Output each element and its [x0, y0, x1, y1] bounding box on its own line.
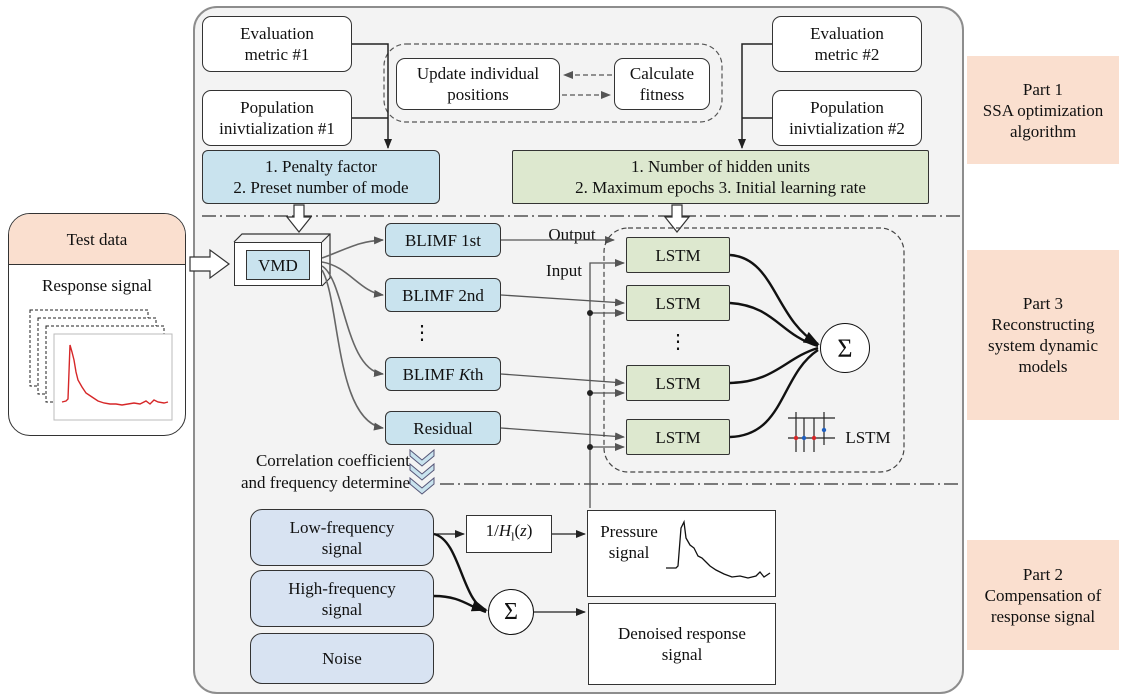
part2-title: Compensation of response signal	[984, 585, 1102, 626]
tf-close: )	[526, 521, 533, 541]
lstm-sum-node: Σ	[820, 323, 870, 373]
arrow-low-to-sum	[433, 532, 488, 612]
lstm-params-text: 1. Number of hidden units 2. Maximum epoc…	[575, 156, 866, 198]
lstm-cell-4: LSTM	[626, 419, 730, 455]
part1-title: SSA optimization algorithm	[982, 100, 1104, 141]
arrow-lstm4-to-sum	[729, 348, 819, 439]
part3-label: Part 3	[1022, 294, 1064, 313]
response-signal-label: Response signal	[41, 275, 153, 295]
input-label: Input	[546, 260, 582, 280]
part2-label: Part 2	[1022, 564, 1064, 584]
part3-box: Part 3 Reconstructing system dynamic mode…	[967, 250, 1119, 420]
lstm-cell-1: LSTM	[626, 237, 730, 273]
pressure-signal-box: Pressure signal	[587, 510, 776, 597]
lstm-params-line1: 1. Number of hidden units	[631, 157, 810, 176]
hollow-arrow-params-to-vmd	[285, 204, 313, 233]
tf-prefix: 1/	[485, 521, 499, 541]
denoised-signal-box: Denoised response signal	[588, 603, 776, 685]
part3-text: Part 3 Reconstructing system dynamic mode…	[988, 293, 1098, 377]
arrow-vmd-to-blimf1	[321, 236, 384, 259]
blimf-2nd-box: BLIMF 2nd	[385, 278, 501, 312]
arrow-blimf2-to-lstm	[500, 294, 625, 307]
test-data-header: Test data	[9, 214, 185, 265]
arrow-lstm2-to-sum	[729, 301, 819, 348]
arrow-vmd-to-blimfk	[321, 265, 384, 378]
arrow-lstm3-to-sum	[729, 346, 819, 385]
transfer-function-text: 1/Hl(z)	[486, 520, 533, 547]
noise-box: Noise	[250, 633, 434, 684]
part3-title: Reconstructing system dynamic models	[987, 315, 1098, 376]
lstm-dots: ⋮	[668, 330, 688, 353]
vmd-params-box: 1. Penalty factor 2. Preset number of mo…	[202, 150, 440, 204]
population-init-1-box: Population inivtialization #1	[202, 90, 352, 146]
tf-z: z	[520, 521, 527, 541]
part1-label: Part 1	[1022, 79, 1064, 99]
tf-sub: l	[511, 529, 515, 544]
update-positions-box: Update individual positions	[396, 58, 560, 110]
hollow-arrow-test-to-vmd	[189, 248, 231, 280]
response-signal-thumbnail	[29, 309, 173, 421]
junction-3	[587, 444, 593, 450]
tf-open: (	[514, 521, 521, 541]
lstm-params-line2: 2. Maximum epochs 3. Initial learning ra…	[575, 178, 866, 197]
vmd-label: VMD	[246, 250, 310, 280]
output-label: Output	[548, 224, 596, 244]
lstm-region-outline	[603, 227, 905, 473]
classification-chevrons	[409, 448, 435, 495]
pressure-waveform	[666, 519, 771, 579]
lstm-cell-3: LSTM	[626, 365, 730, 401]
input-bus-line	[589, 259, 625, 508]
classification-label: Correlation coefficient and frequency de…	[241, 451, 410, 492]
lstm-params-box: 1. Number of hidden units 2. Maximum epoc…	[512, 150, 929, 204]
vmd-3d-edge	[233, 233, 331, 287]
lstm-cell-2: LSTM	[626, 285, 730, 321]
residual-box: Residual	[385, 411, 501, 445]
blimf-1st-box: BLIMF 1st	[385, 223, 501, 257]
arrow-eval2-to-lstm-params	[738, 43, 772, 149]
junction-1	[587, 310, 593, 316]
blimf-kth-label: BLIMF Kth	[403, 364, 484, 385]
arrow-blimfk-to-lstm	[500, 373, 625, 387]
arrow-vmd-to-blimf2	[321, 261, 384, 298]
blimf-kth-prefix: BLIMF	[402, 364, 459, 384]
compensation-sum-node: Σ	[488, 589, 534, 635]
hollow-arrow-params-to-lstm	[663, 204, 691, 233]
high-frequency-box: High-frequency signal	[250, 570, 434, 627]
population-init-2-box: Population inivtialization #2	[772, 90, 922, 146]
ssa-loop-outline	[383, 43, 723, 123]
tf-h: H	[498, 521, 512, 541]
arrow-residual-to-lstm	[500, 427, 625, 441]
calculate-fitness-box: Calculate fitness	[614, 58, 710, 110]
arrow-high-to-sum	[433, 594, 487, 614]
evaluation-metric-1-box: Evaluation metric #1	[202, 16, 352, 72]
pressure-signal-label: Pressure signal	[600, 522, 658, 562]
lstm-legend-label: LSTM	[845, 427, 891, 447]
arrow-lstm1-to-sum	[729, 253, 820, 346]
lstm-cell-glyph	[788, 412, 835, 452]
transfer-function-box: 1/Hl(z)	[466, 515, 552, 553]
junction-2	[587, 390, 593, 396]
evaluation-metric-2-box: Evaluation metric #2	[772, 16, 922, 72]
blimf-kth-k: K	[458, 364, 471, 384]
arrow-eval1-to-vmd-params	[352, 43, 392, 149]
vmd-3d-corner	[321, 233, 331, 243]
low-frequency-box: Low-frequency signal	[250, 509, 434, 566]
blimf-kth-suffix: th	[470, 364, 484, 384]
blimf-dots: ⋮	[412, 321, 432, 344]
arrow-vmd-to-residual	[321, 269, 384, 431]
blimf-kth-box: BLIMF Kth	[385, 357, 501, 391]
